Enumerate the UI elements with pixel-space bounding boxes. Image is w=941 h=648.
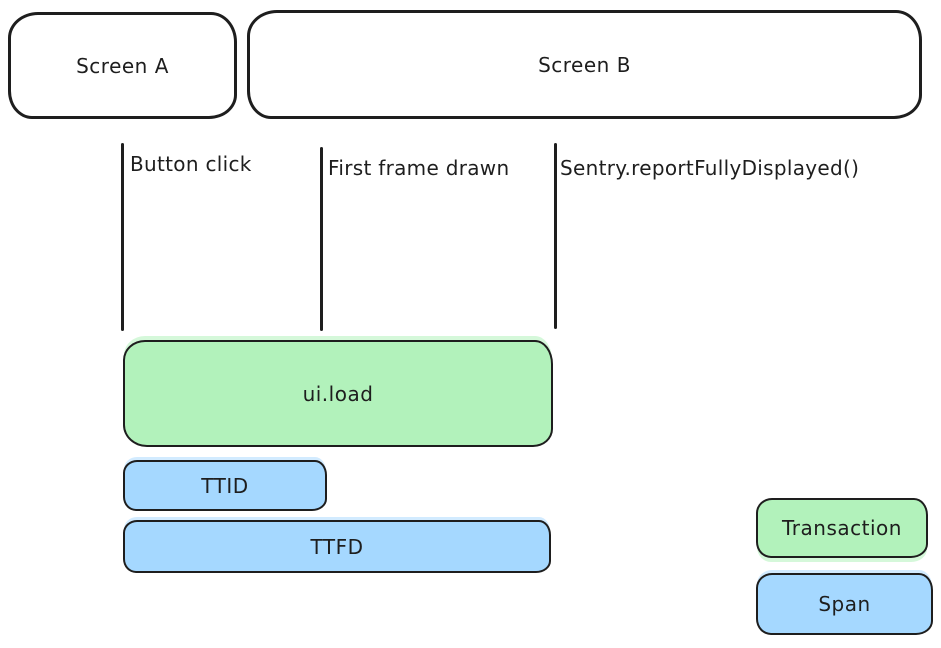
ui-load-transaction-bar: ui.load [123, 340, 553, 447]
legend-transaction-box: Transaction [756, 498, 928, 558]
screen-a-label: Screen A [76, 53, 169, 78]
legend-span-box: Span [756, 573, 933, 635]
screen-b-box: Screen B [247, 10, 922, 119]
ui-load-label: ui.load [302, 381, 374, 406]
screen-a-box: Screen A [8, 12, 237, 119]
ttid-span-bar: TTID [123, 460, 327, 511]
report-fully-displayed-marker-line [554, 143, 557, 329]
legend-transaction-label: Transaction [782, 516, 902, 540]
button-click-label: Button click [130, 152, 252, 176]
first-frame-drawn-marker-line [320, 147, 323, 331]
report-fully-displayed-label: Sentry.reportFullyDisplayed() [560, 156, 860, 180]
ttfd-label: TTFD [310, 534, 364, 559]
ttid-label: TTID [201, 473, 249, 498]
first-frame-drawn-label: First frame drawn [328, 156, 510, 180]
ttfd-span-bar: TTFD [123, 520, 551, 573]
button-click-marker-line [121, 143, 124, 331]
legend-span-label: Span [818, 592, 871, 616]
screen-b-label: Screen B [538, 52, 631, 77]
